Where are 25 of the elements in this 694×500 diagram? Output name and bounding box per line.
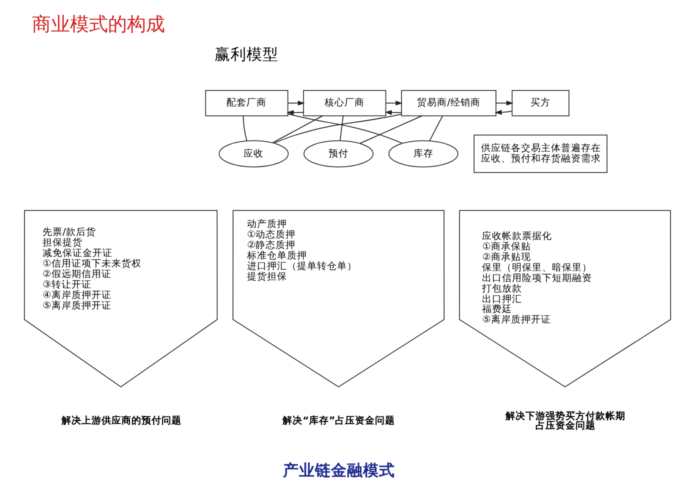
node-label: 解决上游供应商的预付问题 (60, 415, 181, 426)
connector (242, 115, 247, 142)
connector (339, 115, 344, 141)
connector (272, 115, 323, 144)
arrow (287, 100, 304, 106)
arrow (384, 110, 402, 115)
arrow (494, 110, 512, 115)
caption: 产业链金融模式 (282, 460, 395, 480)
node-box: 贸易商/经销商 (400, 90, 496, 116)
connector (359, 115, 422, 144)
node-box: 配套厂商 (204, 90, 288, 116)
node-box: 买方 (511, 90, 569, 116)
arrow (286, 110, 304, 116)
connector (428, 115, 443, 142)
node-box: 供应链各交易主体普遍存在应收、预付和存货融资需求 (473, 134, 607, 174)
arrow (385, 100, 402, 106)
node-ellipse: 应收 (218, 140, 288, 168)
node-ellipse: 库存 (388, 140, 458, 168)
node-label: 解决下游强势买方付款帐期占压资金问题 (505, 411, 626, 432)
node-label: 解决“库存”占压资金问题 (282, 415, 395, 426)
node-ellipse: 预付 (303, 140, 374, 168)
label: 赢利模型 (214, 44, 278, 64)
arrow (495, 100, 513, 106)
diagram-title: 商业模式的构成 (31, 12, 164, 36)
node-box: 核心厂商 (302, 90, 386, 116)
